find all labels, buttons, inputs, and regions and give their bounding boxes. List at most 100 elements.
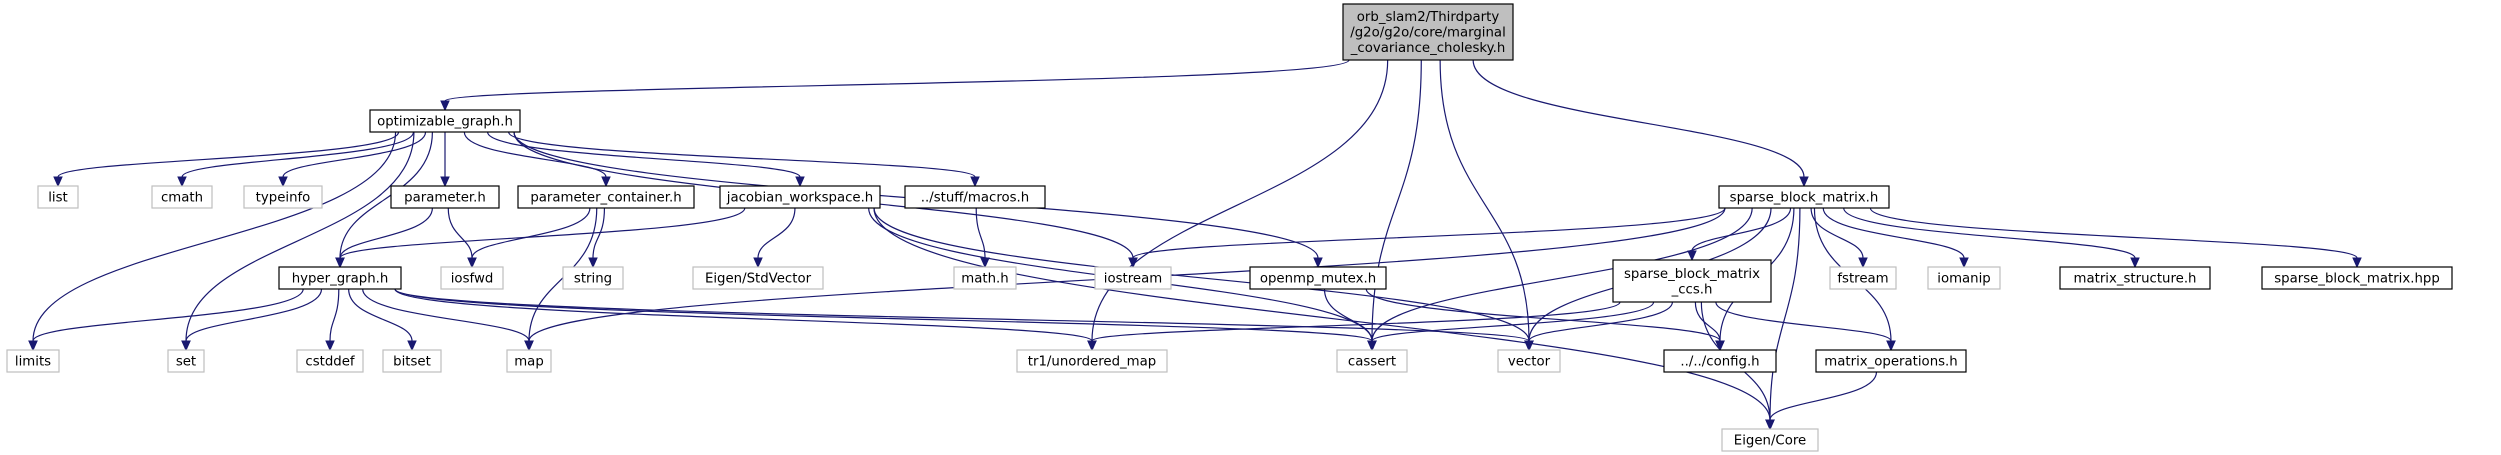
node-optimizable-graph[interactable]: optimizable_graph.h — [369, 109, 521, 133]
edge-optimizable-graph-to-hyper-graph — [339, 131, 433, 259]
edge-sparse-block-matrix-to-eigen-core — [1769, 207, 1801, 421]
arrowhead — [2352, 257, 2362, 269]
node-label: sparse_block_matrix.h — [1730, 191, 1879, 206]
edge-jacobian-workspace-to-vector — [873, 207, 1530, 342]
node-cassert: cassert — [1336, 349, 1408, 373]
edge-sparse-block-matrix-ccs-to-cassert — [1371, 301, 1655, 342]
node-box — [692, 266, 824, 290]
node-sparse-block-matrix-hpp[interactable]: sparse_block_matrix.hpp — [2261, 266, 2453, 290]
node-typeinfo: typeinfo — [243, 185, 323, 209]
node-parameter-container[interactable]: parameter_container.h — [517, 185, 695, 209]
arrowhead — [177, 176, 187, 188]
node-box — [1016, 349, 1168, 373]
node-eigen-core: Eigen/Core — [1721, 428, 1819, 452]
node-box — [562, 266, 624, 290]
node-label: iomanip — [1937, 272, 1991, 287]
node-map: map — [506, 349, 552, 373]
node-matrix-structure[interactable]: matrix_structure.h — [2059, 266, 2211, 290]
node-label: _ccs.h — [1671, 282, 1713, 297]
edge-sparse-block-matrix-to-iomanip — [1822, 207, 1965, 259]
arrowhead — [440, 100, 450, 112]
edge-sparse-block-matrix-to-sparse-block-matrix-hpp — [1869, 207, 2358, 259]
edge-parameter-to-iosfwd — [447, 207, 473, 259]
arrowhead — [1959, 257, 1969, 269]
node-math-h: math.h — [953, 266, 1017, 290]
edge-macros-to-math-h — [975, 207, 986, 259]
node-label: parameter_container.h — [530, 191, 681, 206]
node-box — [953, 266, 1017, 290]
node-label: cmath — [161, 191, 203, 206]
node-string: string — [562, 266, 624, 290]
edge-hyper-graph-to-tr1-unordered-map — [394, 288, 1093, 342]
node-bitset: bitset — [382, 349, 442, 373]
node-box — [390, 185, 500, 209]
edge-root-to-optimizable-graph — [444, 59, 1350, 102]
edge-openmp-mutex-to-config — [1365, 288, 1721, 342]
node-label: ../stuff/macros.h — [921, 191, 1029, 206]
node-limits: limits — [6, 349, 60, 373]
arrowhead — [588, 257, 598, 269]
node-box — [1815, 349, 1967, 373]
node-sparse-block-matrix[interactable]: sparse_block_matrix.h — [1718, 185, 1890, 209]
edge-hyper-graph-to-cstddef — [329, 288, 340, 342]
arrowhead — [407, 340, 417, 352]
edge-jacobian-workspace-to-eigen-core — [873, 207, 1771, 421]
arrowhead — [440, 176, 450, 188]
node-macros[interactable]: ../stuff/macros.h — [904, 185, 1046, 209]
arrowhead — [1886, 340, 1896, 352]
edge-sparse-block-matrix-to-matrix-structure — [1843, 207, 2136, 259]
arrowhead — [2130, 257, 2140, 269]
node-root[interactable]: orb_slam2/Thirdparty/g2o/g2o/core/margin… — [1342, 3, 1514, 61]
node-box — [382, 349, 442, 373]
node-box — [167, 349, 205, 373]
node-config[interactable]: ../../config.h — [1663, 349, 1777, 373]
node-box — [37, 185, 79, 209]
arrowhead — [335, 257, 345, 269]
edge-sparse-block-matrix-ccs-to-matrix-operations — [1715, 301, 1892, 342]
edge-jacobian-workspace-to-eigen-stdvector — [757, 207, 796, 259]
node-label: ../../config.h — [1680, 355, 1759, 370]
node-jacobian-workspace[interactable]: jacobian_workspace.h — [719, 185, 881, 209]
node-box — [2261, 266, 2453, 290]
node-matrix-operations[interactable]: matrix_operations.h — [1815, 349, 1967, 373]
edge-hyper-graph-to-set — [185, 288, 323, 342]
node-parameter[interactable]: parameter.h — [390, 185, 500, 209]
arrowhead — [601, 176, 611, 188]
node-sparse-block-matrix-ccs[interactable]: sparse_block_matrix_ccs.h — [1612, 259, 1772, 303]
node-eigen-stdvector: Eigen/StdVector — [692, 266, 824, 290]
node-label: set — [176, 355, 196, 370]
edge-matrix-operations-to-eigen-core — [1769, 371, 1878, 421]
node-box — [904, 185, 1046, 209]
node-set: set — [167, 349, 205, 373]
node-label: iosfwd — [451, 272, 494, 287]
node-vector: vector — [1497, 349, 1561, 373]
node-box — [1663, 349, 1777, 373]
node-fstream: fstream — [1829, 266, 1897, 290]
node-box — [369, 109, 521, 133]
arrowhead — [278, 176, 288, 188]
node-box — [1336, 349, 1408, 373]
edge-parameter-to-hyper-graph — [339, 207, 433, 259]
edge-sparse-block-matrix-ccs-to-config — [1694, 301, 1721, 342]
node-label: openmp_mutex.h — [1260, 272, 1376, 287]
node-label: parameter.h — [404, 191, 486, 206]
arrowhead — [1799, 176, 1809, 188]
node-list: list — [37, 185, 79, 209]
node-openmp-mutex[interactable]: openmp_mutex.h — [1249, 266, 1387, 290]
edge-optimizable-graph-to-parameter-container — [463, 131, 607, 178]
node-label: _covariance_cholesky.h — [1350, 41, 1506, 56]
node-label: Eigen/Core — [1734, 434, 1806, 449]
arrowhead — [795, 176, 805, 188]
arrowhead — [1715, 340, 1725, 352]
edge-optimizable-graph-to-list — [57, 131, 400, 178]
node-cmath: cmath — [151, 185, 213, 209]
node-label: tr1/unordered_map — [1028, 355, 1156, 370]
node-box — [1342, 3, 1514, 61]
node-hyper-graph[interactable]: hyper_graph.h — [278, 266, 402, 290]
arrowhead — [524, 340, 534, 352]
node-label: jacobian_workspace.h — [726, 191, 874, 206]
edge-root-to-vector — [1439, 59, 1530, 342]
arrowhead — [753, 257, 763, 269]
edge-root-to-sparse-block-matrix — [1472, 59, 1805, 178]
node-box — [1094, 266, 1172, 290]
